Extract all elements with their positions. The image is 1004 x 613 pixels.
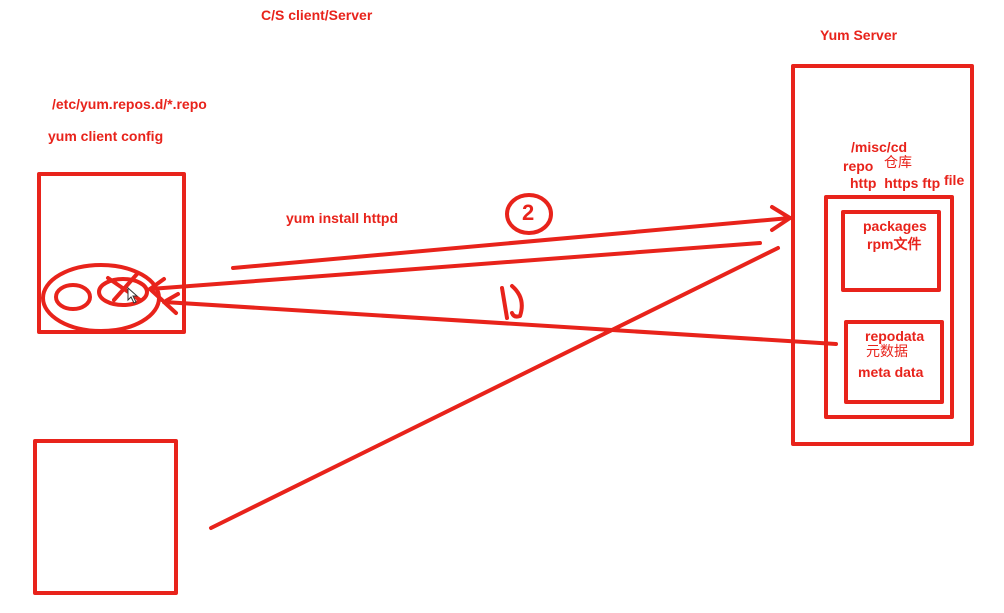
client-box-2 <box>33 439 178 595</box>
step-2-circle <box>505 193 553 235</box>
metadata-arrow <box>162 300 838 346</box>
cross-mark-b <box>112 272 139 302</box>
client-config-label: yum client config <box>48 128 164 144</box>
request-arrowhead <box>770 205 792 232</box>
step-1-mark <box>500 284 524 320</box>
packages-box <box>841 210 941 292</box>
cursor-icon <box>127 286 139 304</box>
repodata-label: repodata <box>865 328 925 344</box>
packages-sub-label: rpm文件 <box>867 236 922 252</box>
client2-link-line <box>209 246 780 530</box>
misc-path: /misc/cd <box>851 139 908 155</box>
command-label: yum install httpd <box>286 210 398 226</box>
client-crossed-circle <box>97 277 149 307</box>
step-2-label: 2 <box>522 200 535 225</box>
repo-config-path: /etc/yum.repos.d/*.repo <box>52 96 207 112</box>
packages-label: packages <box>863 218 927 234</box>
client-small-circle <box>54 283 92 311</box>
packages-return-line <box>148 241 762 291</box>
server-title: Yum Server <box>820 27 898 43</box>
repo-label: repo <box>843 158 874 174</box>
repodata-cn-label: 元数据 <box>866 343 908 359</box>
client-box <box>37 172 186 334</box>
repodata-box <box>844 320 944 404</box>
metadata-arrowhead <box>162 292 180 315</box>
diagram-title: C/S client/Server <box>261 7 373 23</box>
repo-cn-label: 仓库 <box>884 154 912 170</box>
repo-box <box>824 195 954 419</box>
protocol-file-label: file <box>944 172 965 188</box>
request-arrow <box>231 216 792 270</box>
protocols-label: http https ftp <box>850 175 941 191</box>
packages-return-arrowhead <box>148 277 166 302</box>
server-box <box>791 64 974 446</box>
meta-data-label: meta data <box>858 364 924 380</box>
